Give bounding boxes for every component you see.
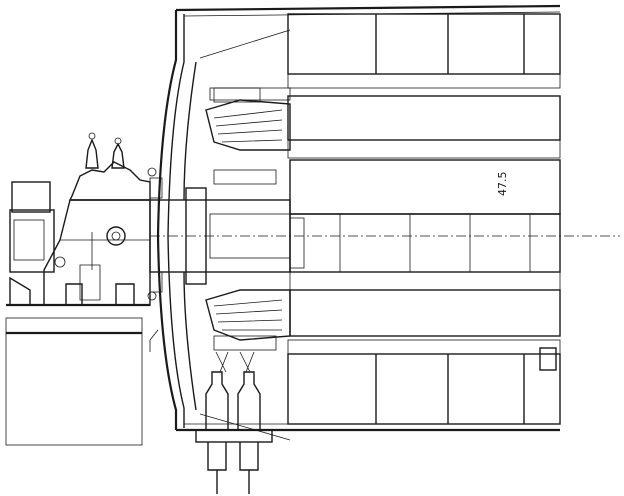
stator-frame-bottom bbox=[287, 339, 561, 425]
dimension-label: 47.5 bbox=[496, 172, 509, 197]
terminal-bushings bbox=[195, 351, 273, 494]
stator-core-upper bbox=[205, 87, 561, 159]
end-shield-details bbox=[147, 167, 163, 352]
exciter-assembly bbox=[6, 132, 151, 307]
stator-core-lower bbox=[205, 271, 561, 351]
stator-frame-top bbox=[209, 13, 561, 101]
end-shield bbox=[156, 4, 561, 441]
foundation-block bbox=[5, 317, 143, 446]
rotor-body: 47.5 bbox=[213, 159, 561, 273]
rotor-shaft bbox=[149, 187, 620, 285]
